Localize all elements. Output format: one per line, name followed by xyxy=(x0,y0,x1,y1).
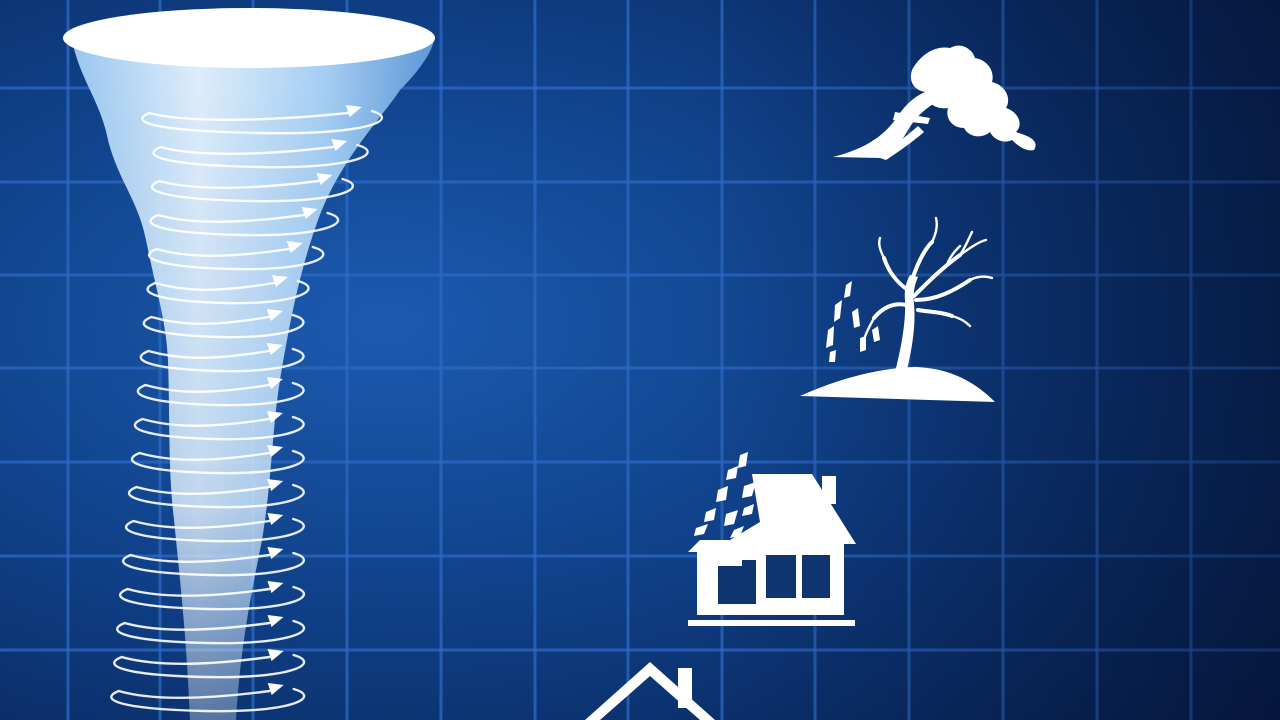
swirl-arrow xyxy=(136,381,305,407)
swirl-arrow xyxy=(121,551,305,577)
swirl-arrow xyxy=(124,517,305,543)
swirl-arrow xyxy=(141,109,384,135)
swirl-arrow-head xyxy=(331,139,348,151)
swirl-arrow-head xyxy=(267,683,284,695)
swirl-arrow-head xyxy=(267,411,284,423)
swirl-arrow xyxy=(142,313,305,339)
swirl-arrow xyxy=(130,449,305,475)
swirl-arrow-head xyxy=(266,309,283,321)
swirl-arrow-head xyxy=(267,581,284,593)
swirl-arrow xyxy=(127,483,305,509)
swirl-arrow xyxy=(113,653,306,679)
swirl-arrow-head xyxy=(301,207,318,219)
swirl-arrow-head xyxy=(345,105,362,117)
swirl-arrow-head xyxy=(267,513,284,525)
swirl-arrow xyxy=(110,687,306,713)
swirl-arrow xyxy=(149,211,340,237)
swirl-arrow-head xyxy=(267,479,284,491)
swirl-arrow xyxy=(152,143,369,169)
swirl-arrow xyxy=(150,177,354,203)
swirl-arrow xyxy=(146,279,310,305)
swirl-arrow xyxy=(139,347,305,373)
swirl-arrow xyxy=(116,619,306,645)
swirl-arrow xyxy=(147,245,325,271)
funnel-top xyxy=(63,8,435,68)
swirl-arrow-head xyxy=(316,173,333,185)
swirl-arrow-head xyxy=(267,547,284,559)
swirl-arrow-head xyxy=(271,275,288,287)
swirl-arrow xyxy=(118,585,306,611)
swirl-arrow-head xyxy=(267,615,284,627)
swirl-arrow-head xyxy=(266,377,283,389)
swirl-arrow-head xyxy=(267,649,284,661)
swirl-arrow xyxy=(133,415,305,441)
swirl-arrow-head xyxy=(267,445,284,457)
swirl-arrow-head xyxy=(266,343,283,355)
swirl-arrow-head xyxy=(286,241,303,253)
